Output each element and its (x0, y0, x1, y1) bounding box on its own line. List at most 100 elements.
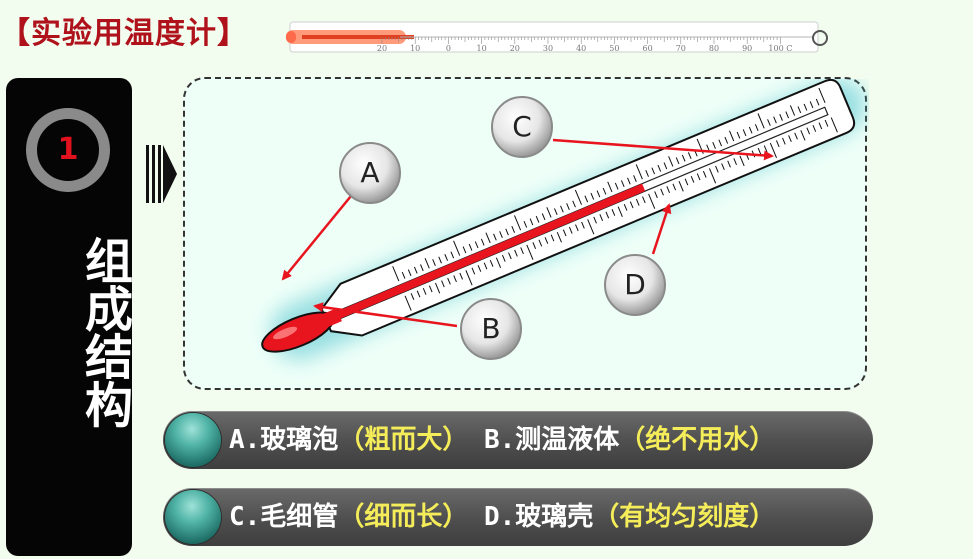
label-bubble-b (460, 298, 522, 360)
tick-mark (789, 105, 796, 116)
tick-mark (480, 238, 485, 246)
tick-mark (450, 251, 455, 259)
tick-mark (584, 195, 589, 203)
thermometer-diagram: A B C D (183, 77, 867, 390)
tick-mark (471, 267, 476, 275)
tick-mark (410, 293, 415, 300)
section-title: 组成结构 (76, 236, 132, 428)
tick-mark (574, 189, 582, 205)
tick-mark (581, 221, 585, 229)
tick-mark (453, 240, 461, 256)
step-number: 1 (57, 132, 79, 167)
tick-mark (775, 140, 780, 148)
label-bubble-c (491, 96, 553, 158)
tick-mark (724, 136, 729, 144)
tick-mark (754, 124, 759, 132)
tick-mark (794, 132, 798, 140)
tick-mark (495, 257, 502, 268)
tick-mark (721, 163, 725, 171)
scale-label: 80 (709, 44, 719, 53)
tick-mark (587, 219, 595, 235)
scale-label: 60 (643, 44, 653, 53)
tick-mark (815, 98, 820, 106)
caption-note-d: （有均匀刻度） (593, 502, 776, 532)
caption-note-a: （粗而大） (338, 425, 469, 455)
orb-icon (165, 490, 221, 544)
tick-mark (785, 111, 789, 119)
tick-mark (648, 193, 656, 209)
tick-mark (505, 228, 509, 236)
tick-mark (535, 215, 540, 223)
tick-mark (566, 203, 570, 210)
caption-part-b: B.测温液体 (483, 425, 620, 455)
tick-mark (489, 259, 494, 267)
tick-mark (812, 125, 817, 132)
tick-mark (729, 130, 735, 142)
tick-mark (690, 175, 695, 183)
side-panel: 1 组成结构 (6, 78, 132, 556)
tick-mark (702, 170, 707, 178)
tick-mark (554, 208, 558, 216)
tick-mark (727, 160, 731, 168)
caption-part-a: A.玻璃泡 (229, 425, 339, 455)
tick-mark (668, 156, 674, 167)
caption-text-2: C.毛细管（细而长） D.玻璃壳（有均匀刻度） (229, 488, 775, 546)
tick-mark (424, 258, 430, 269)
tick-mark (666, 186, 671, 193)
tick-mark (392, 266, 400, 282)
tick-mark (444, 254, 449, 261)
tick-mark (623, 203, 628, 211)
tick-mark (590, 192, 595, 200)
tick-mark (607, 181, 613, 193)
tick-mark (546, 207, 552, 218)
tick-mark (462, 246, 467, 254)
tick-mark (709, 168, 717, 184)
scale-label: 100 C (768, 44, 792, 53)
tick-mark (736, 131, 741, 139)
tick-mark (550, 234, 555, 242)
tick-mark (468, 243, 473, 251)
tick-mark (769, 142, 777, 158)
tick-mark (696, 173, 701, 181)
tick-mark (818, 87, 826, 103)
tick-mark (767, 119, 771, 126)
tick-mark (401, 271, 406, 279)
tick-mark (757, 113, 765, 129)
tick-mark (422, 288, 427, 295)
tick-mark (438, 256, 442, 264)
tick-mark (614, 182, 619, 190)
tick-mark (605, 211, 610, 219)
tick-mark (416, 290, 421, 298)
tick-mark (602, 187, 607, 195)
tick-mark (526, 244, 534, 260)
chevron-right-icon (146, 145, 177, 203)
tick-mark (556, 231, 562, 243)
tick-mark (651, 167, 656, 175)
tick-mark (407, 269, 412, 277)
tick-mark (718, 139, 723, 147)
tick-mark (447, 277, 451, 285)
tick-mark (575, 224, 579, 232)
tick-mark (706, 144, 710, 152)
caption-text-1: A.玻璃泡（粗而大） B.测温液体（绝不用水） (229, 411, 775, 469)
pointer-a (281, 195, 352, 281)
pointer-c (552, 138, 774, 161)
page-title: 【实验用温度计】 (0, 16, 248, 51)
tick-mark (675, 157, 680, 165)
tick-mark (635, 164, 643, 180)
tick-mark (544, 237, 549, 244)
label-d: D (624, 268, 646, 301)
scale-label: 20 (510, 44, 520, 53)
tick-mark (742, 129, 747, 137)
label-bubble-a (339, 142, 401, 204)
scale-label: 10 (477, 44, 487, 53)
tick-mark (687, 152, 692, 160)
tick-mark (629, 201, 634, 209)
tick-mark (809, 101, 814, 109)
label-a: A (360, 156, 380, 189)
tick-mark (523, 220, 528, 228)
tick-mark (663, 162, 668, 170)
tick-mark (477, 265, 482, 272)
